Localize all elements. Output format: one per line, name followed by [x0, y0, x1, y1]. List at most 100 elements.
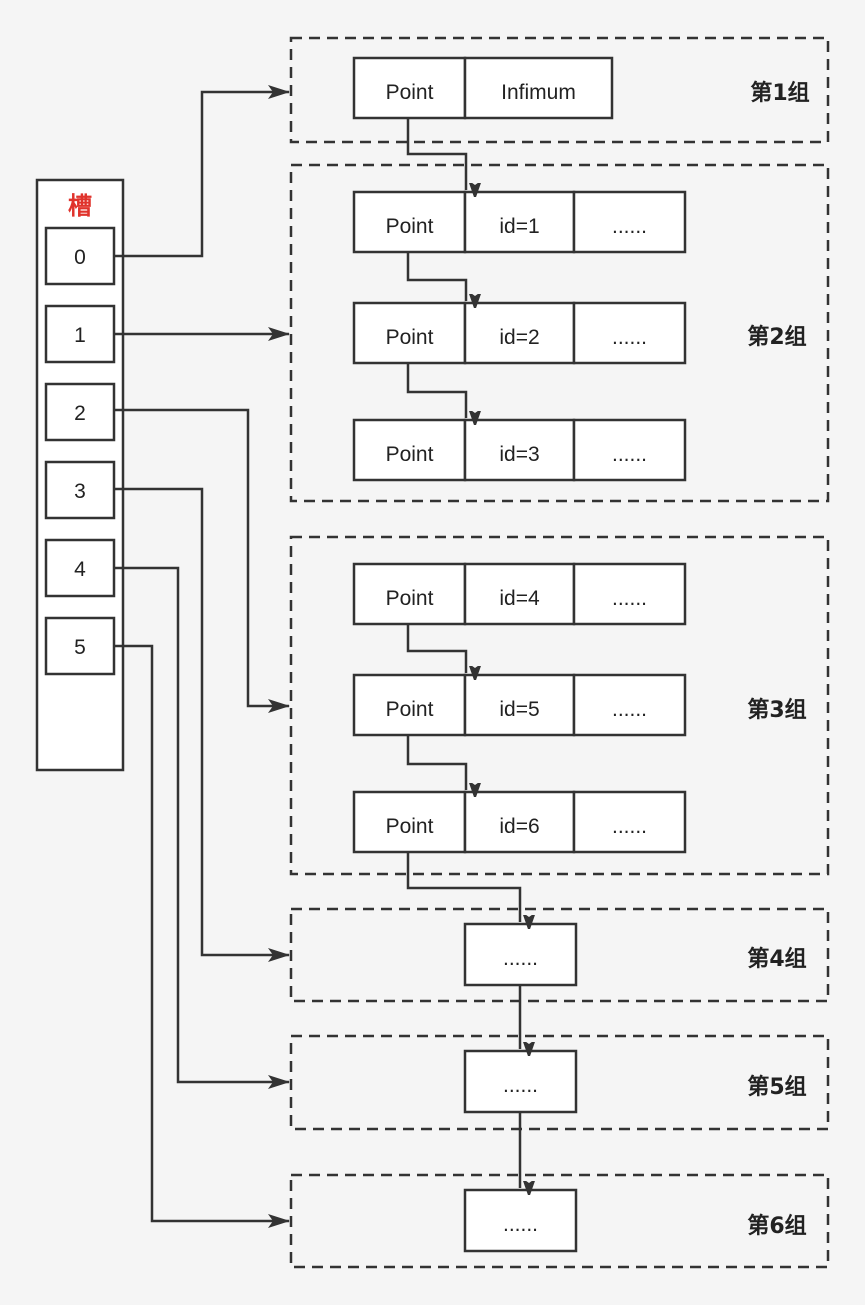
record-id4-rest-cell	[572, 562, 687, 626]
record-id6-id-cell	[463, 790, 576, 854]
group-5-record-label: ......	[503, 1074, 538, 1097]
slot-3-label: 3	[74, 480, 86, 503]
chain-id4-to-id5	[406, 624, 466, 673]
group-2: Point id=1 ...... Point id=2 ...... Poin…	[289, 163, 830, 503]
record-id3-id-cell	[463, 418, 576, 482]
group-4: ...... 第4组	[289, 907, 830, 1003]
record-id1-point-cell	[352, 190, 467, 254]
record-id1-id-label: id=1	[499, 215, 539, 238]
slot-3-arrow	[114, 487, 290, 962]
group-1-frame	[289, 36, 830, 144]
group-1: Point Infimum 第1组	[289, 36, 830, 144]
record-infimum-value-cell	[463, 56, 614, 120]
slot-1-label: 1	[74, 324, 86, 347]
record-id5-id-label: id=5	[499, 698, 539, 721]
chain-id1-to-id2	[406, 252, 466, 301]
group-4-label: 第4组	[747, 946, 806, 972]
group-4-record-label: ......	[503, 947, 538, 970]
group-6-record-label: ......	[503, 1213, 538, 1236]
record-id3-point-cell	[352, 418, 467, 482]
slot-2-label: 2	[74, 402, 86, 425]
chain-infimum-to-id1	[406, 118, 466, 190]
slot-0: 0	[44, 226, 116, 286]
slot-4: 4	[44, 538, 116, 598]
record-id2-point-cell	[352, 301, 467, 365]
record-id5-rest-label: ......	[612, 698, 647, 721]
record-id4-id-label: id=4	[499, 587, 540, 610]
record-id4-point-label: Point	[386, 587, 434, 610]
record-id5: Point id=5 ......	[352, 673, 687, 737]
record-infimum-point-label: Point	[386, 81, 434, 104]
record-id2: Point id=2 ......	[352, 301, 687, 365]
record-id3-rest-label: ......	[612, 443, 647, 466]
record-chain-arrows	[406, 118, 520, 1188]
group-3-frame	[289, 535, 830, 876]
group-6-record	[463, 1188, 578, 1253]
group-5: ...... 第5组	[289, 1034, 830, 1131]
group-5-frame	[289, 1034, 830, 1131]
record-id5-id-cell	[463, 673, 576, 737]
record-id2-id-label: id=2	[499, 326, 539, 349]
group-1-label: 第1组	[750, 80, 809, 106]
group-6-label: 第6组	[747, 1213, 806, 1239]
group-4-frame	[289, 907, 830, 1003]
group-3-label: 第3组	[747, 697, 806, 723]
group-5-record	[463, 1049, 578, 1114]
record-id5-rest-cell	[572, 673, 687, 737]
record-infimum: Point Infimum	[352, 56, 614, 120]
record-id6-rest-cell	[572, 790, 687, 854]
slot-0-box	[44, 226, 116, 286]
record-infimum-point-cell	[352, 56, 467, 120]
group-2-label: 第2组	[747, 324, 806, 350]
slot-0-label: 0	[74, 246, 86, 269]
slot-5-arrow	[114, 644, 290, 1228]
slot-0-arrow	[114, 85, 290, 258]
group-6-frame	[289, 1173, 830, 1269]
record-id1-point-label: Point	[386, 215, 434, 238]
slot-title: 槽	[68, 192, 92, 220]
slot-column: 槽 0 1 2 3 4 5	[35, 178, 125, 772]
slot-3-box	[44, 460, 116, 520]
record-id1-id-cell	[463, 190, 576, 254]
record-id4-rest-label: ......	[612, 587, 647, 610]
chain-id6-to-group4	[406, 852, 520, 922]
slot-5-box	[44, 616, 116, 676]
slot-2-box	[44, 382, 116, 442]
record-id6: Point id=6 ......	[352, 790, 687, 854]
record-id2-rest-cell	[572, 301, 687, 365]
record-id6-point-label: Point	[386, 815, 434, 838]
record-id6-rest-label: ......	[612, 815, 647, 838]
slot-3: 3	[44, 460, 116, 520]
slot-4-label: 4	[74, 558, 86, 581]
record-id3-rest-cell	[572, 418, 687, 482]
record-id4-id-cell	[463, 562, 576, 626]
group-2-frame	[289, 163, 830, 503]
record-id4: Point id=4 ......	[352, 562, 687, 626]
record-id1-rest-label: ......	[612, 215, 647, 238]
record-id6-id-label: id=6	[499, 815, 539, 838]
record-id5-point-cell	[352, 673, 467, 737]
record-id3-id-label: id=3	[499, 443, 539, 466]
slot-1-box	[44, 304, 116, 364]
slot-2: 2	[44, 382, 116, 442]
slot-5-label: 5	[74, 636, 86, 659]
record-id1: Point id=1 ......	[352, 190, 687, 254]
record-id5-point-label: Point	[386, 698, 434, 721]
record-infimum-value-label: Infimum	[501, 81, 576, 104]
chain-id5-to-id6	[406, 735, 466, 790]
slot-5: 5	[44, 616, 116, 676]
record-id1-rest-cell	[572, 190, 687, 254]
group-3: Point id=4 ...... Point id=5 ...... Poin…	[289, 535, 830, 876]
record-id2-point-label: Point	[386, 326, 434, 349]
slot-4-box	[44, 538, 116, 598]
chain-id2-to-id3	[406, 363, 466, 418]
group-6: ...... 第6组	[289, 1173, 830, 1269]
slot-arrows	[114, 85, 290, 1228]
slot-2-arrow	[114, 408, 290, 713]
group-4-record	[463, 922, 578, 987]
slot-1: 1	[44, 304, 116, 364]
record-id3-point-label: Point	[386, 443, 434, 466]
slot-4-arrow	[114, 566, 290, 1089]
group-5-label: 第5组	[747, 1074, 806, 1100]
